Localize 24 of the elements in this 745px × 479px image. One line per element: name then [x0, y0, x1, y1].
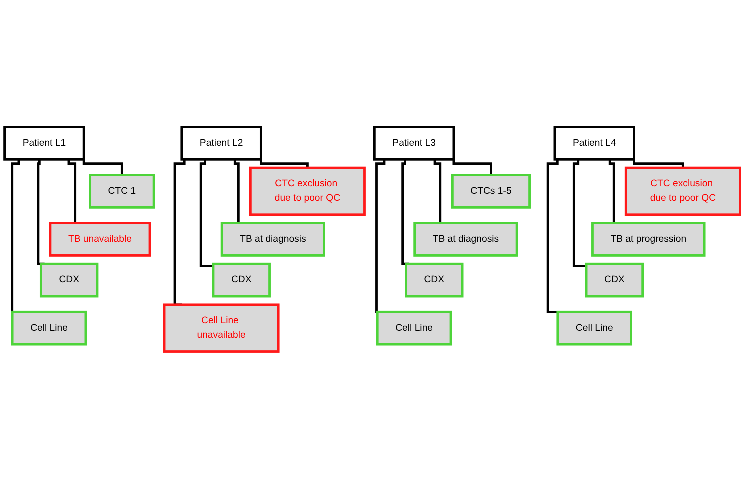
node-box: Cell Line [556, 310, 632, 346]
node-box: Cell Line [11, 310, 88, 346]
node-box: CDX [40, 262, 99, 298]
node-box: Patient L3 [373, 126, 456, 161]
connector [402, 160, 410, 266]
node-box: TB at progression [592, 222, 706, 257]
node-box: Cell Line [376, 310, 452, 346]
connector [174, 160, 186, 306]
node-box: Cell Line unavailable [163, 304, 280, 353]
node-box: Patient L2 [180, 126, 262, 161]
node-box: TB at diagnosis [414, 222, 518, 257]
node-box: TB at diagnosis [220, 222, 326, 257]
node-box: Patient L4 [554, 126, 636, 161]
node-box: CTC 1 [89, 174, 156, 209]
connector [572, 160, 587, 268]
node-box: CDX [212, 262, 271, 298]
node-box: CTC exclusion due to poor QC [249, 166, 366, 216]
node-box: CTC exclusion due to poor QC [624, 166, 742, 216]
node-box: CDX [405, 262, 464, 298]
node-box: Patient L1 [4, 126, 86, 161]
node-box: CDX [585, 262, 644, 298]
connector [200, 160, 214, 268]
node-box: CTCs 1-5 [451, 174, 531, 209]
node-box: TB unavailable [49, 222, 152, 257]
